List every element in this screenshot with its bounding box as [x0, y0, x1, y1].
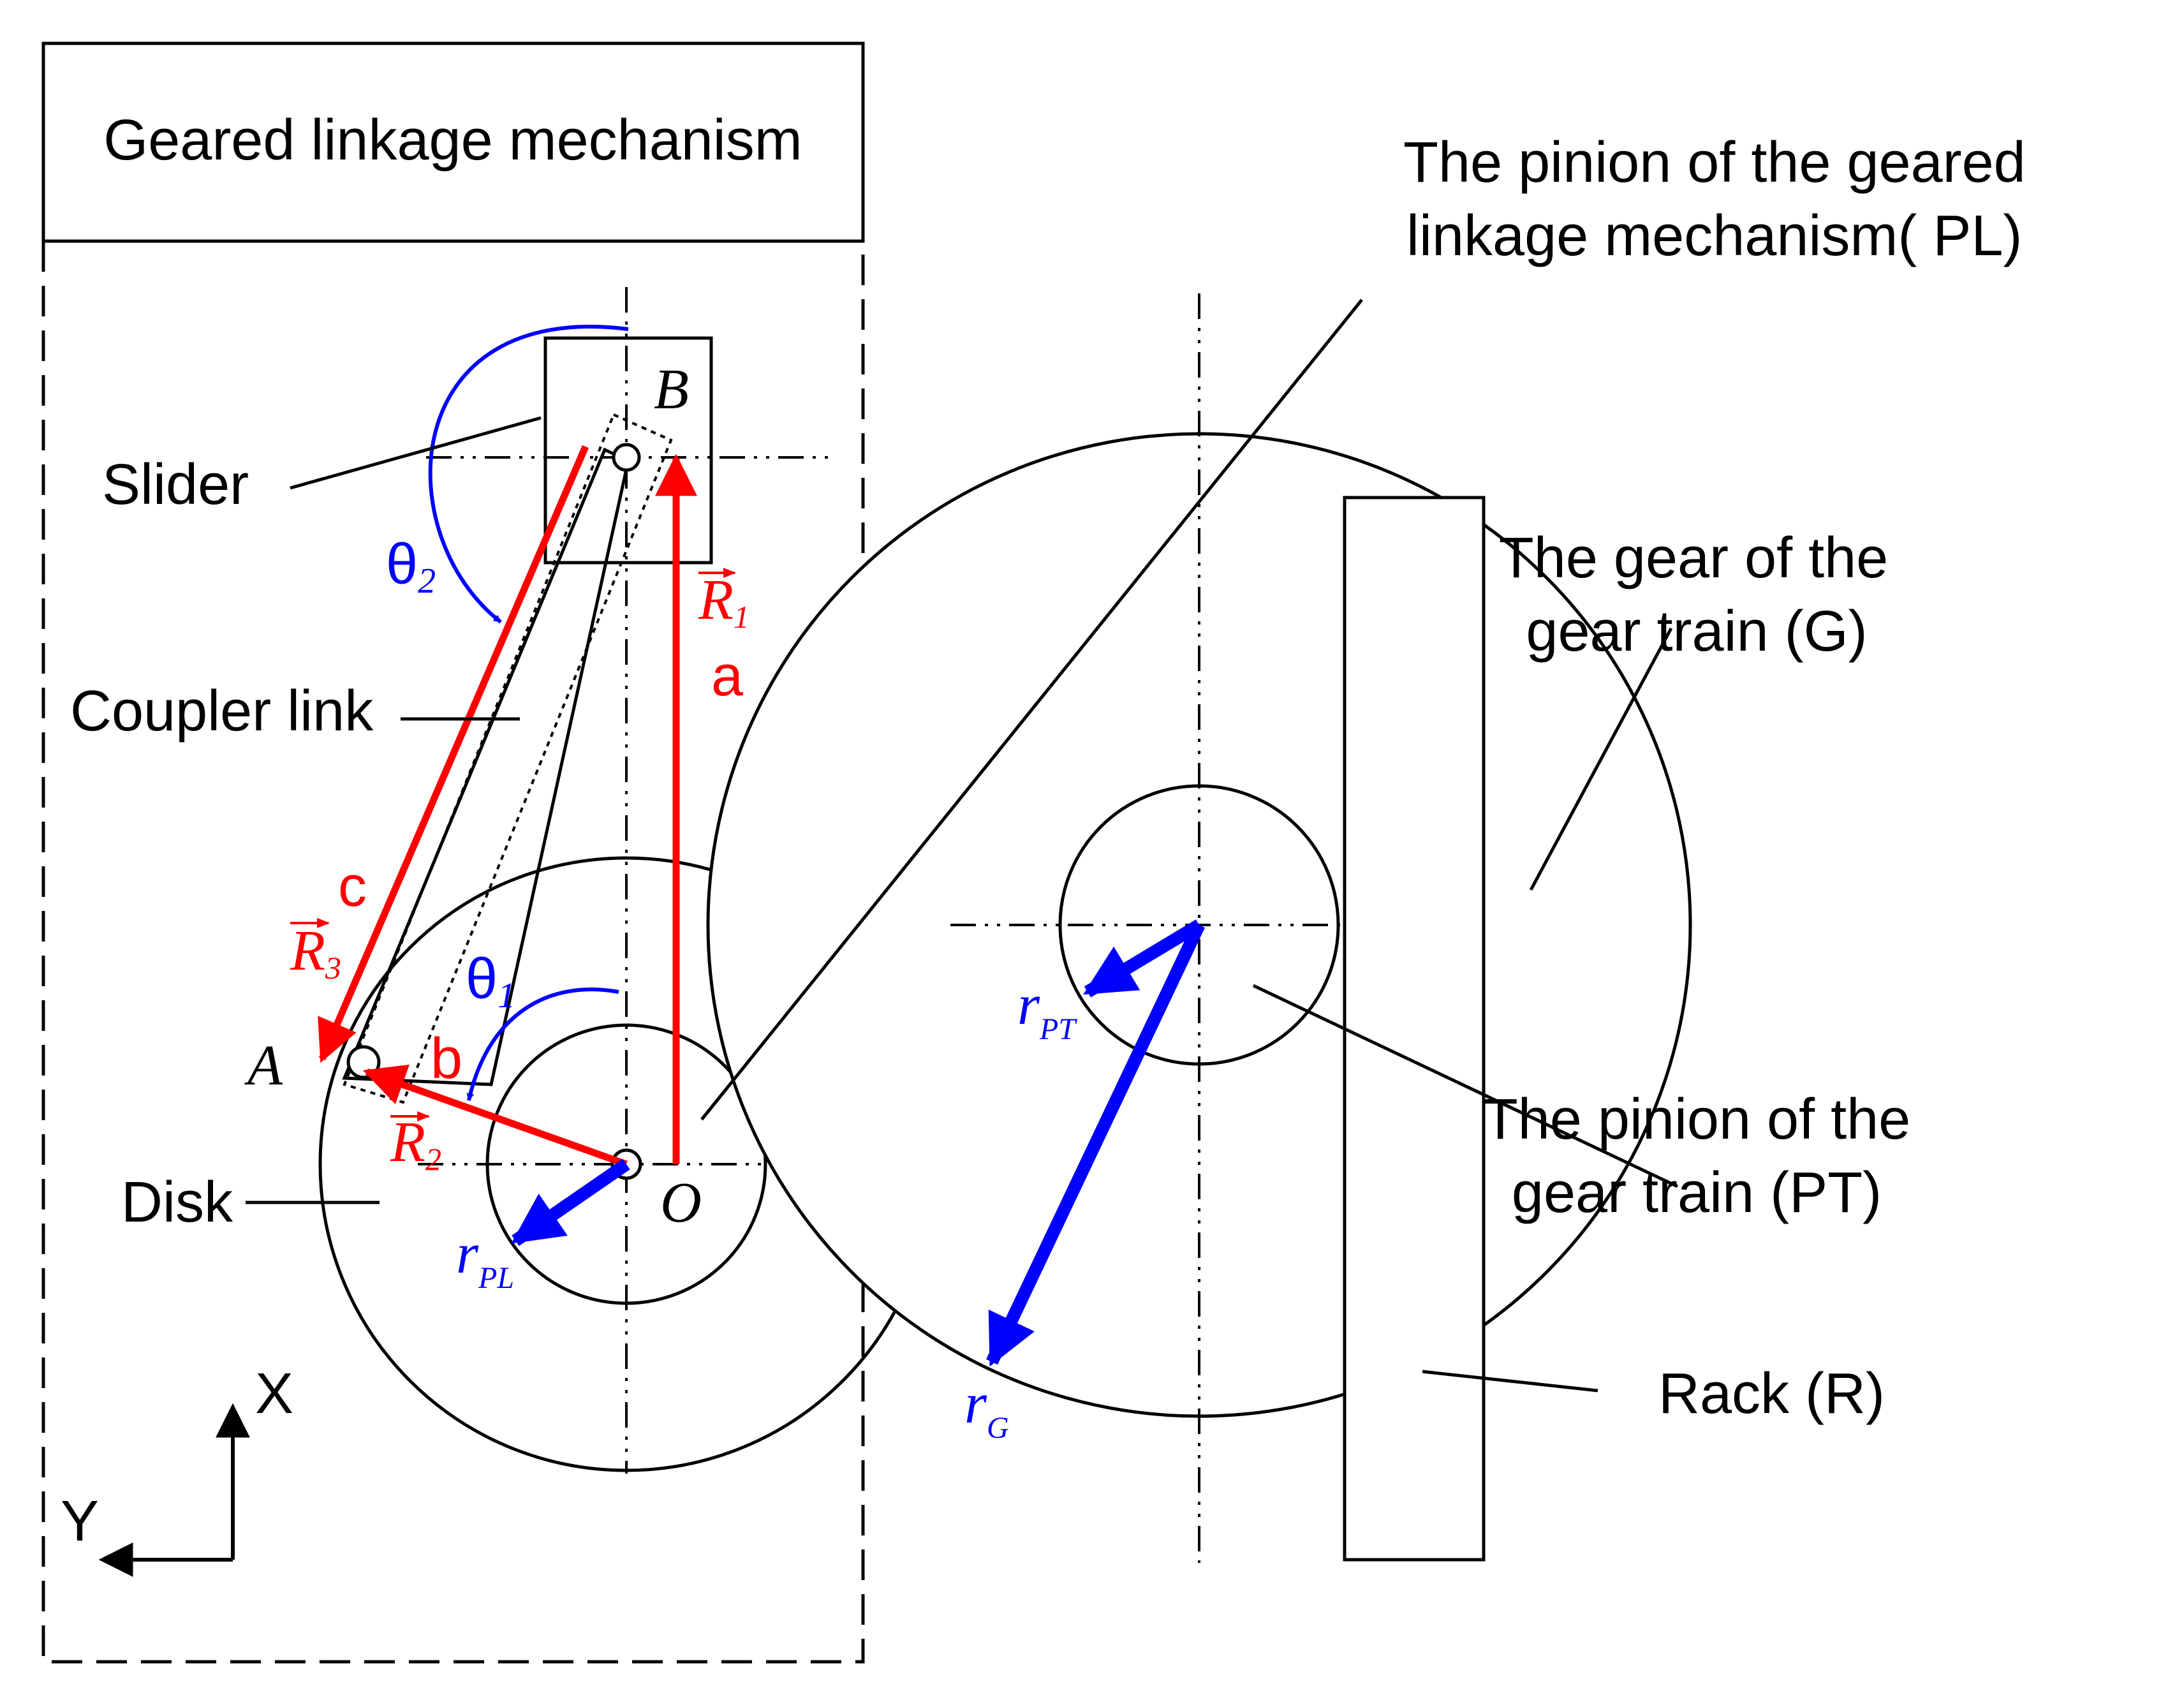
pl-label-line2: linkage mechanism( PL) [1406, 204, 2022, 268]
vector-r2-label: R2 [390, 1111, 441, 1177]
pt-label-line2: gear train (PT) [1512, 1161, 1882, 1225]
vector-r1-label: R1 [698, 568, 749, 635]
vector-r2-arrow [362, 1064, 628, 1168]
leader-slider [290, 416, 542, 490]
title-text: Geared linkage mechanism [103, 108, 802, 172]
theta2-label: θ2 [386, 533, 436, 601]
svg-text:R1: R1 [698, 568, 749, 635]
slider-label: Slider [102, 453, 249, 517]
theta2-arc [428, 325, 629, 624]
radius-pt-label: rPT [1017, 973, 1077, 1046]
radius-pl-label: rPL [456, 1222, 514, 1295]
leader-rack [1422, 1370, 1598, 1393]
g-label-line2: gear train (G) [1526, 600, 1867, 663]
pinion-pl-circle [485, 1023, 767, 1305]
rack-bar [1343, 496, 1486, 1562]
vector-r3-label: R3 [290, 918, 341, 986]
svg-text:R3: R3 [290, 919, 341, 986]
length-c-label: c [338, 855, 367, 919]
pt-label-line1: The pinion of the [1483, 1088, 1910, 1151]
svg-text:R2: R2 [390, 1111, 441, 1177]
radius-g-arrow [985, 922, 1206, 1367]
leader-g [1529, 627, 1673, 891]
theta1-label: θ1 [466, 947, 515, 1016]
rack-label: Rack (R) [1658, 1362, 1885, 1426]
length-a-label: a [711, 644, 744, 708]
joint-b [612, 443, 641, 472]
point-b-label: B [654, 358, 689, 421]
coupler-label: Coupler link [70, 679, 374, 743]
g-label-line1: The gear of the [1499, 526, 1888, 590]
title-box [41, 41, 865, 243]
leader-pt [1252, 984, 1679, 1188]
point-o-label: O [660, 1171, 702, 1234]
pl-label-line1: The pinion of the geared [1403, 131, 2026, 195]
length-b-label: b [431, 1027, 462, 1091]
leader-pl [700, 299, 1363, 1121]
radius-pt-arrow [1083, 919, 1203, 998]
vector-r3-arrow [318, 445, 589, 1063]
point-a-label: A [244, 1034, 283, 1097]
disk-label: Disk [121, 1171, 233, 1234]
x-axis-label: X [255, 1362, 293, 1426]
slider-block [543, 336, 713, 565]
radius-g-label: rG [964, 1372, 1009, 1445]
y-axis-label: Y [61, 1490, 99, 1553]
theta1-arc [466, 987, 619, 1102]
radius-pl-arrow [511, 1158, 630, 1246]
